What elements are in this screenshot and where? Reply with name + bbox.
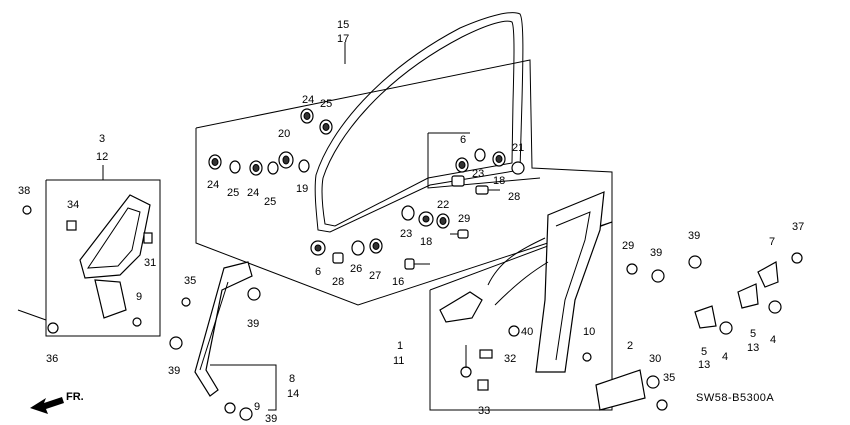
label-37: 37 xyxy=(792,221,804,233)
label-38: 38 xyxy=(18,185,30,197)
glass-sub-outline xyxy=(427,133,541,189)
label-30: 30 xyxy=(649,353,661,365)
label-12: 12 xyxy=(96,151,108,163)
label-6b: 6 xyxy=(315,266,321,278)
label-35b: 35 xyxy=(663,372,675,384)
label-24c: 24 xyxy=(247,187,259,199)
label-23a: 23 xyxy=(472,168,484,180)
label-35a: 35 xyxy=(184,275,196,287)
label-17: 17 xyxy=(337,33,349,45)
label-24b: 24 xyxy=(207,179,219,191)
right-fasteners xyxy=(595,252,803,411)
label-36: 36 xyxy=(46,353,58,365)
label-11: 11 xyxy=(393,355,404,367)
label-14: 14 xyxy=(287,388,299,400)
label-26: 26 xyxy=(350,263,362,275)
label-39d: 39 xyxy=(650,247,662,259)
label-5b: 5 xyxy=(701,346,707,358)
front-direction-arrow xyxy=(30,397,64,414)
label-25a: 25 xyxy=(320,98,332,110)
label-18b: 18 xyxy=(420,236,432,248)
label-22: 22 xyxy=(437,199,449,211)
label-6a: 6 xyxy=(460,134,466,146)
label-31: 31 xyxy=(144,257,156,269)
direction-label: FR. xyxy=(66,391,84,403)
label-40: 40 xyxy=(521,326,533,338)
run-channel xyxy=(169,261,277,421)
label-39e: 39 xyxy=(688,230,700,242)
label-7: 7 xyxy=(769,236,775,248)
label-33: 33 xyxy=(478,405,490,417)
label-24a: 24 xyxy=(302,94,314,106)
label-25c: 25 xyxy=(264,196,276,208)
label-20: 20 xyxy=(278,128,290,140)
label-1: 1 xyxy=(397,340,403,352)
glass-fasteners xyxy=(208,108,525,270)
label-39b: 39 xyxy=(168,365,180,377)
label-10: 10 xyxy=(583,326,595,338)
label-34: 34 xyxy=(67,199,79,211)
label-8: 8 xyxy=(289,373,295,385)
label-9a: 9 xyxy=(136,291,142,303)
label-19: 19 xyxy=(296,183,308,195)
label-2: 2 xyxy=(627,340,633,352)
label-28b: 28 xyxy=(332,276,344,288)
regulator-group xyxy=(429,191,613,411)
label-3: 3 xyxy=(99,133,105,145)
label-32: 32 xyxy=(504,353,516,365)
label-13a: 13 xyxy=(747,342,759,354)
label-21: 21 xyxy=(512,142,524,154)
label-4a: 4 xyxy=(770,334,776,346)
mirror-group xyxy=(22,165,161,337)
diagram-code: SW58-B5300A xyxy=(696,392,774,404)
label-15: 15 xyxy=(337,19,349,31)
label-27: 27 xyxy=(369,270,381,282)
label-9b: 9 xyxy=(254,401,260,413)
label-13b: 13 xyxy=(698,359,710,371)
label-39c: 39 xyxy=(265,413,277,425)
label-25b: 25 xyxy=(227,187,239,199)
label-4b: 4 xyxy=(722,351,728,363)
label-28a: 28 xyxy=(508,191,520,203)
label-5a: 5 xyxy=(750,328,756,340)
label-16: 16 xyxy=(392,276,404,288)
label-23b: 23 xyxy=(400,228,412,240)
label-29a: 29 xyxy=(458,213,470,225)
glass-group-outline xyxy=(195,42,613,306)
label-29b: 29 xyxy=(622,240,634,252)
part-labels: 15 17 3 12 38 34 31 9 36 24 25 20 24 25 … xyxy=(18,19,804,425)
door-glass xyxy=(314,12,524,233)
label-18a: 18 xyxy=(493,175,505,187)
label-39a: 39 xyxy=(247,318,259,330)
